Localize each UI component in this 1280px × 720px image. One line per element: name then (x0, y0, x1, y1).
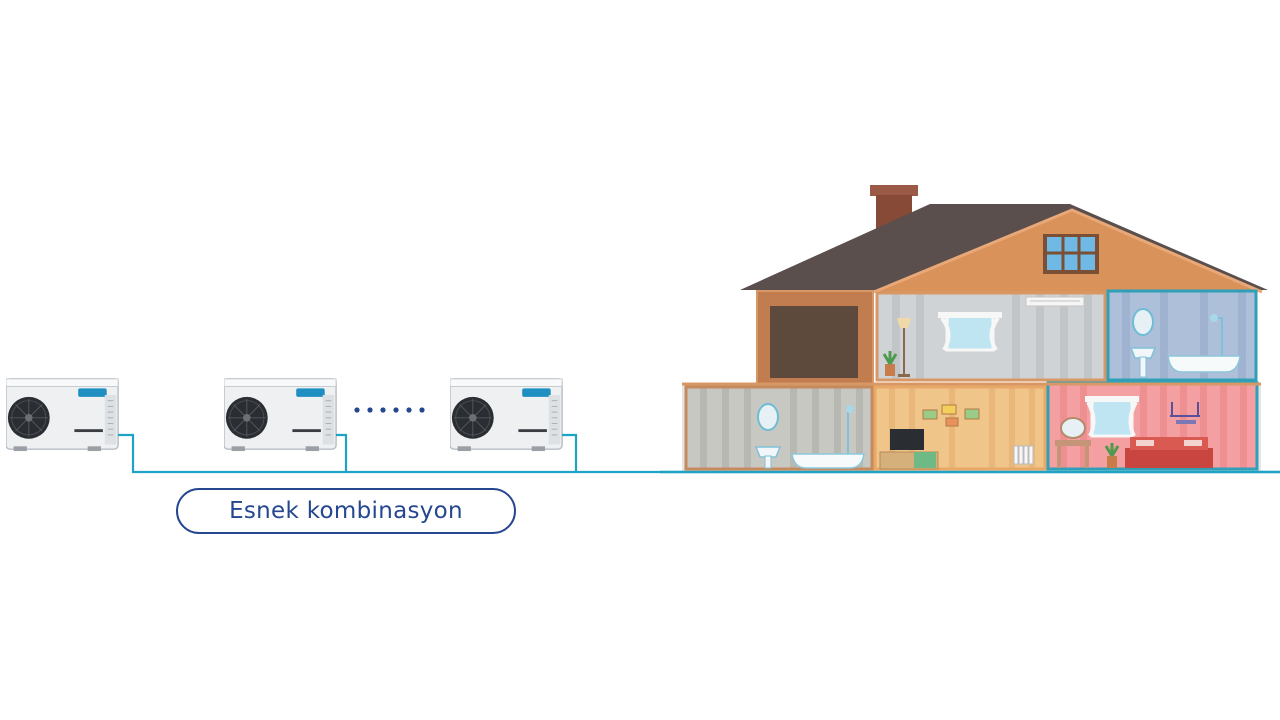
ellipsis-dots (354, 407, 425, 413)
outdoor-unit-icon (6, 378, 119, 452)
vanity-icon (1055, 417, 1091, 468)
bed-icon (1125, 437, 1213, 468)
bathtub-icon (1167, 355, 1241, 373)
floor-lamp-icon (897, 318, 911, 377)
picture-frames-icon (922, 404, 980, 427)
plant-icon (1104, 443, 1120, 468)
sink-icon (1129, 347, 1157, 359)
radiator-icon (1013, 445, 1034, 465)
caption-text: Esnek kombinasyon (229, 498, 463, 524)
mirror-icon (757, 403, 779, 431)
upper-window-icon (938, 312, 1002, 352)
bedroom-window-icon (1085, 396, 1139, 438)
sink-icon (754, 446, 782, 458)
air-vent-icon (1025, 296, 1085, 307)
outdoor-unit-icon (224, 378, 337, 452)
plant-icon (882, 351, 898, 376)
tv-icon (890, 429, 924, 450)
outdoor-unit-icon (450, 378, 563, 452)
chimney-icon (870, 185, 918, 196)
flexible-combination-label: Esnek kombinasyon (176, 488, 516, 534)
attic-window-icon (1043, 234, 1099, 274)
bathtub-icon (791, 453, 865, 469)
mirror-icon (1132, 308, 1154, 336)
house-illustration (660, 185, 1280, 474)
